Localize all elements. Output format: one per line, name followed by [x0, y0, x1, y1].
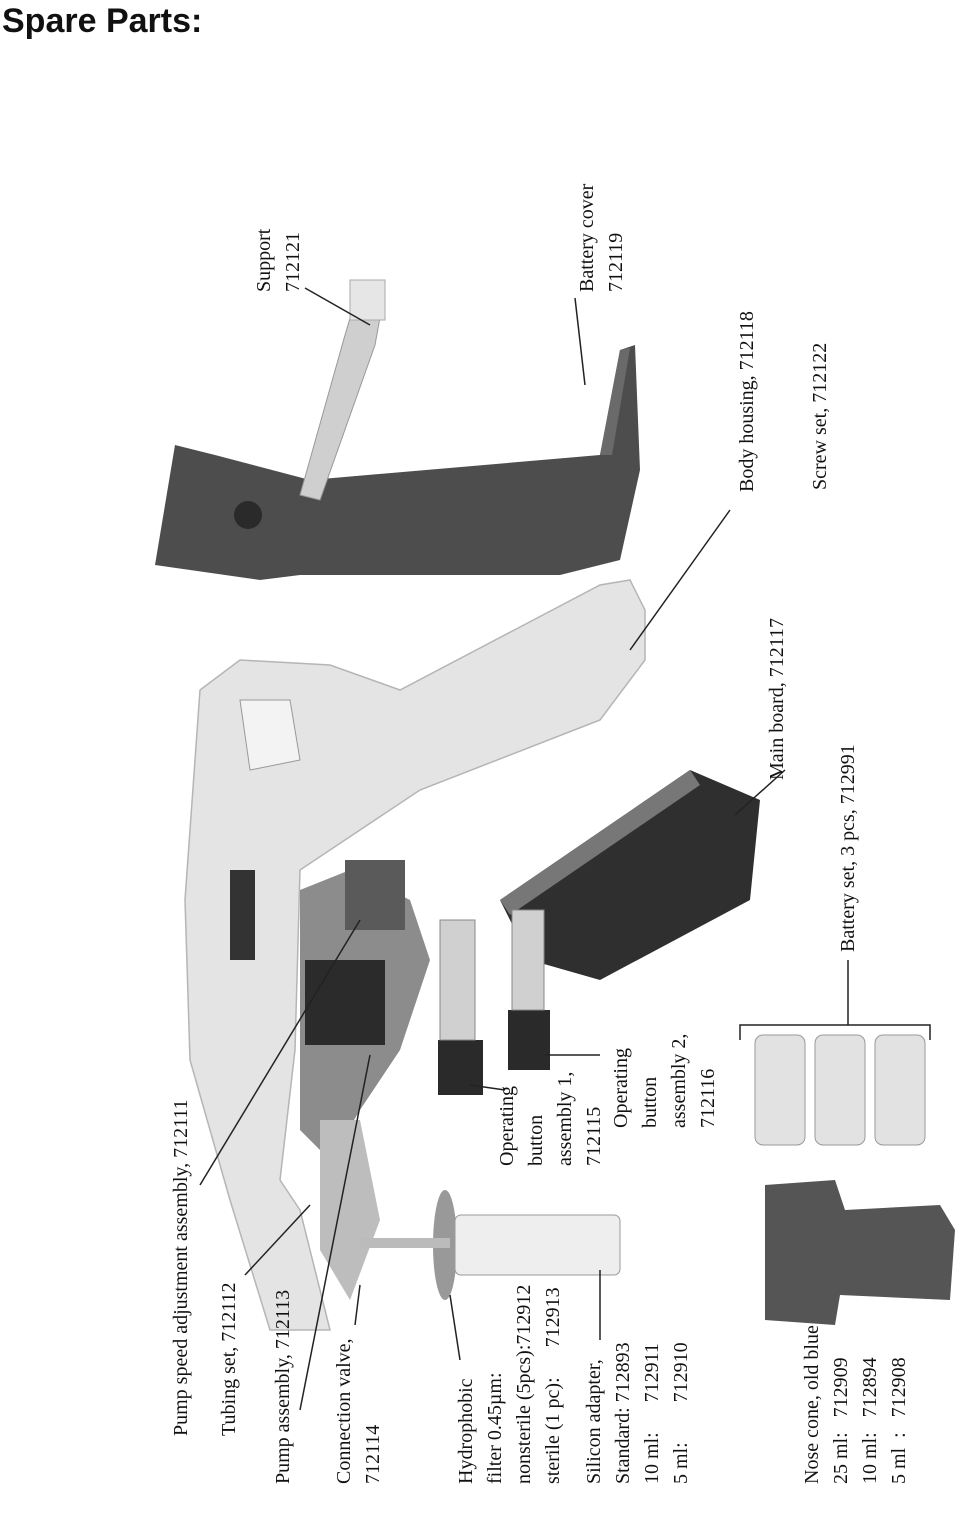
label-screw-set: Screw set, 712122 — [809, 342, 831, 490]
battery-cover-part — [155, 345, 640, 580]
label-main-board: Main board, 712117 — [766, 617, 788, 780]
label-pump-assembly: Pump assembly, 712113 — [272, 1289, 294, 1484]
label-body-housing: Body housing, 712118 — [736, 311, 758, 492]
label-battery-cover: Battery cover 712119 — [576, 183, 627, 292]
filter-adapter-part — [360, 1190, 621, 1300]
page-title: Spare Parts: — [2, 2, 203, 40]
label-hydrophobic-filter: Hydrophobic filter 0.45µm: nonsterile (5… — [455, 1284, 564, 1484]
leader-lines — [199, 287, 786, 1411]
label-battery-set: Battery set, 3 pcs, 712991 — [837, 744, 859, 952]
label-operating-button-1: Operating button assembly 1, 712115 — [496, 1071, 605, 1166]
label-operating-button-2: Operating button assembly 2, 712116 — [610, 1033, 719, 1128]
main-board-part — [500, 770, 760, 980]
label-support: Support 712121 — [253, 228, 304, 292]
label-connection-valve: Connection valve, 712114 — [333, 1338, 384, 1484]
nose-cone-part — [765, 1180, 955, 1325]
label-silicon-adapter: Silicon adapter, Standard: 712893 10 ml:… — [583, 1342, 692, 1484]
batteries-part — [739, 960, 931, 1146]
support-part — [299, 279, 386, 501]
body-housing-part — [184, 579, 646, 1331]
label-nose-cone: Nose cone, old blue 25 ml: 712909 10 ml:… — [801, 1325, 910, 1484]
label-tubing-set: Tubing set, 712112 — [218, 1282, 240, 1436]
pump-internals-part — [300, 860, 430, 1300]
operating-buttons-part — [438, 909, 550, 1095]
label-pump-speed-adjustment: Pump speed adjustment assembly, 712111 — [170, 1099, 192, 1436]
